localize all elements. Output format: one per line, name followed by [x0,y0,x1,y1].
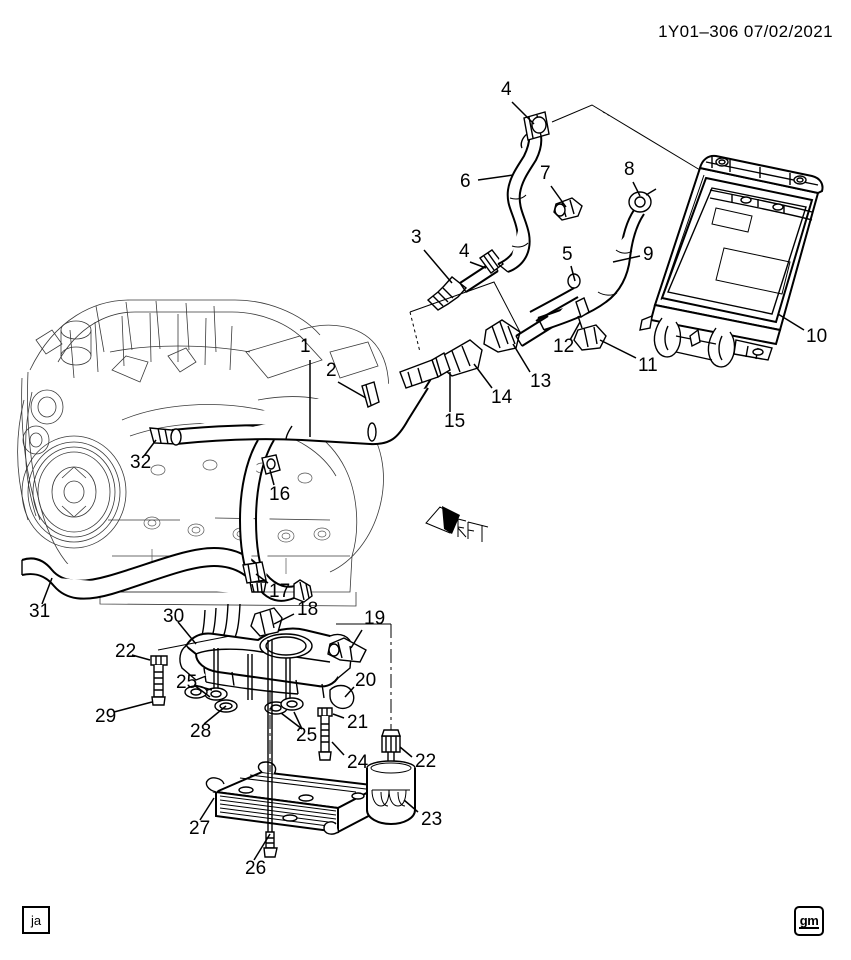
callout-6[interactable]: 6 [460,171,471,192]
callout-25-right[interactable]: 25 [296,725,318,746]
callout-20[interactable]: 20 [355,670,377,691]
callout-15[interactable]: 15 [444,411,466,432]
callout-25-left[interactable]: 25 [176,672,198,693]
artist-stamp: ja [22,906,50,934]
callout-1[interactable]: 1 [300,336,311,357]
crank-pulley [21,435,127,549]
callout-24[interactable]: 24 [347,752,369,773]
callout-3[interactable]: 3 [411,227,422,248]
callout-31[interactable]: 31 [29,601,51,622]
callout-32[interactable]: 32 [130,452,152,473]
callout-12[interactable]: 12 [553,336,575,357]
coolant-outlet-hose-group [529,188,657,351]
callout-30[interactable]: 30 [163,606,185,627]
callout-23[interactable]: 23 [421,809,443,830]
callout-14[interactable]: 14 [491,387,513,408]
callout-16[interactable]: 16 [269,484,291,505]
callout-18[interactable]: 18 [297,599,319,620]
callout-26[interactable]: 26 [245,858,267,879]
callout-2[interactable]: 2 [326,360,337,381]
callout-10[interactable]: 10 [806,326,828,347]
pipe-connector-group [399,104,701,389]
oil-cooler-radiator [639,154,824,368]
oil-filter [336,623,416,826]
drawing-header-code: 1Y01–306 07/02/2021 [658,22,833,41]
callout-11[interactable]: 11 [638,355,658,376]
callout-4-lower[interactable]: 4 [459,241,470,262]
frt-orientation-marker [425,506,489,542]
callout-21[interactable]: 21 [347,712,369,733]
callout-9[interactable]: 9 [643,244,654,265]
oil-cooler-pipe [149,373,435,593]
callout-22-left[interactable]: 22 [115,641,137,662]
callout-leader-lines [41,101,805,861]
callout-29[interactable]: 29 [95,706,117,727]
callout-7[interactable]: 7 [540,163,551,184]
oil-filter-housing [150,603,367,761]
callout-22-filter[interactable]: 22 [415,751,437,772]
lower-coolant-hose [21,546,313,603]
callout-28[interactable]: 28 [190,721,212,742]
callout-13[interactable]: 13 [530,371,552,392]
callout-8[interactable]: 8 [624,159,635,180]
gm-logo-text: gm [798,912,820,929]
callout-27[interactable]: 27 [189,818,211,839]
callout-17[interactable]: 17 [269,581,291,602]
callout-4-upper[interactable]: 4 [501,79,512,100]
callout-19[interactable]: 19 [364,608,386,629]
callout-5[interactable]: 5 [562,244,573,265]
gm-logo: gm [794,906,824,936]
